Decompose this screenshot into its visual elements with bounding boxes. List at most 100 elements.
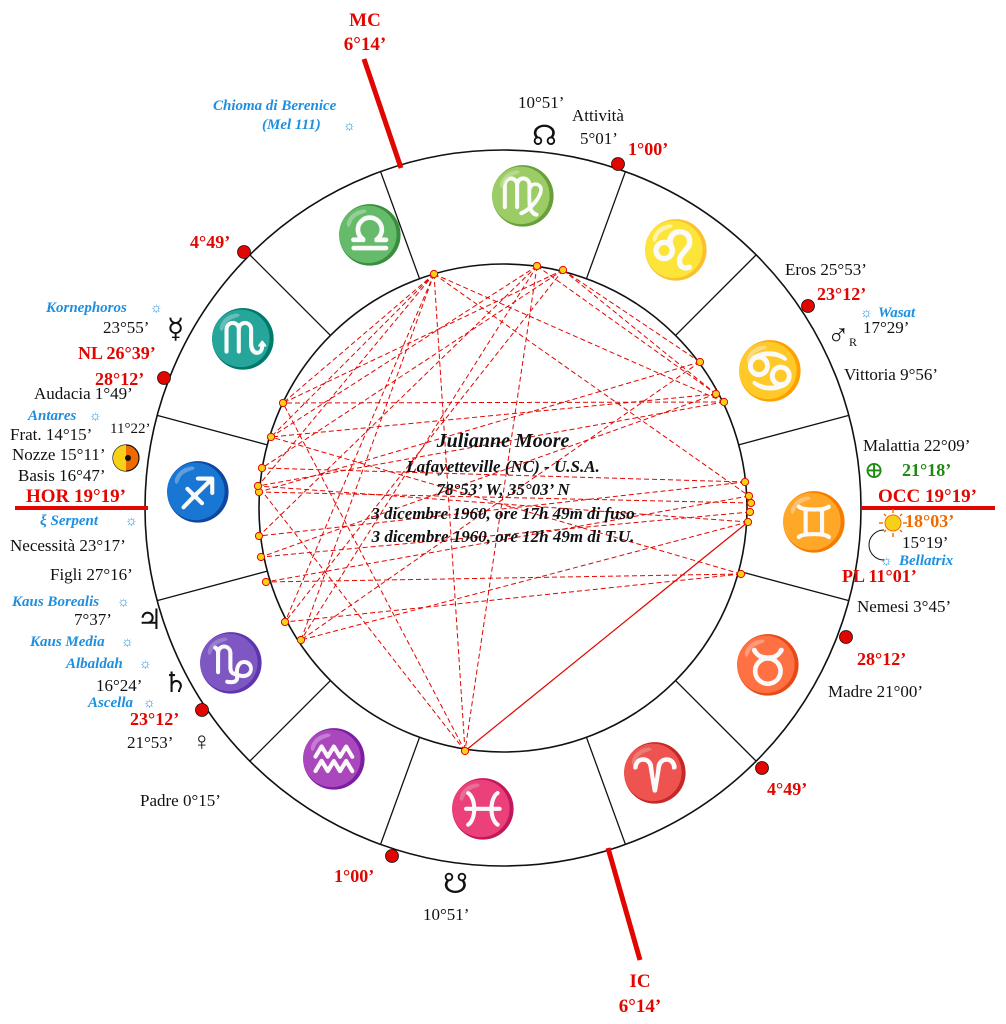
cusp-label: 28°12’	[857, 649, 906, 669]
star-icon: ☼	[150, 301, 163, 316]
cusp-label: 4°49’	[767, 779, 807, 799]
taurus-sign: ♉	[733, 633, 803, 697]
capricorn-sign: ♑	[196, 631, 266, 695]
jupiter-degree: 7°37’	[74, 610, 112, 629]
nemesi-label: Nemesi 3°45’	[857, 597, 951, 616]
venus-icon: ♀	[192, 727, 212, 756]
cusp-labels: 1°00’ 23°12’ 28°12’ 4°49’ 1°00’ 23°12’ 2…	[95, 139, 906, 886]
planet-point	[695, 357, 705, 367]
planet-point	[558, 265, 568, 275]
aspect-line	[464, 265, 538, 752]
nozze-label: Nozze 15°11’	[12, 445, 106, 464]
planet-point	[257, 463, 267, 473]
mc-axis	[361, 58, 404, 169]
sagittarius-sign: ♐	[163, 460, 233, 524]
mc-value: 6°14’	[344, 34, 386, 55]
aspect-line	[270, 393, 717, 438]
aspect-line	[284, 273, 435, 623]
aspect-line	[284, 269, 564, 623]
mars-icon: ♂	[827, 319, 850, 352]
star-icon: ☼	[121, 635, 134, 650]
birth-coords: 78°53’ W, 35°03’ N	[436, 480, 570, 499]
aspect-line	[258, 491, 752, 504]
south-node-icon: ☋	[443, 869, 468, 900]
star-icon: ☼	[125, 514, 138, 529]
berenice-label: Chioma di Berenice	[213, 98, 337, 114]
pisces-sign: ♓	[448, 777, 518, 841]
star-icon: ☼	[343, 119, 356, 134]
moon-icon	[868, 529, 885, 561]
aspect-line	[282, 269, 564, 404]
saturn-icon: ♄	[163, 668, 188, 699]
audacia-label: Audacia 1°49’	[34, 384, 133, 403]
star-icon: ☼	[143, 696, 156, 711]
aspect-line-solid	[464, 521, 749, 752]
kaus-media-label: Kaus Media	[29, 634, 105, 650]
aspect-line	[258, 481, 746, 537]
aspect-line	[260, 393, 717, 558]
cusp-label: 23°12’	[817, 284, 866, 304]
aspect-line	[257, 273, 435, 487]
inner-circle	[258, 263, 748, 753]
planet-point	[711, 389, 721, 399]
basis-label: Basis 16°47’	[18, 466, 106, 485]
aspect-line	[270, 273, 435, 438]
house-divider	[675, 254, 757, 336]
madre-label: Madre 21°00’	[828, 682, 923, 701]
mc-label: MC	[349, 10, 381, 31]
star-icon: ☼	[860, 306, 873, 321]
serpent-label: ξ Serpent	[40, 513, 99, 529]
aspect-line	[258, 265, 538, 537]
ic-axis	[605, 847, 643, 961]
aspect-line	[282, 273, 435, 404]
frat-label: Frat. 14°15’	[10, 425, 92, 444]
ic-value: 6°14’	[619, 996, 661, 1017]
house-divider	[585, 171, 627, 279]
planet-point	[278, 398, 288, 408]
jupiter-icon: ♃	[137, 605, 162, 636]
wasat-label: Wasat	[878, 305, 916, 321]
aspect-line	[562, 269, 701, 363]
aspect-line	[300, 521, 749, 641]
aspect-line	[562, 269, 717, 395]
planet-point	[744, 491, 754, 501]
house-divider	[585, 737, 627, 845]
earth-icon: ⊕	[864, 458, 884, 484]
venus-degree: 21°53’	[127, 733, 173, 752]
gemini-sign: ♊	[779, 490, 849, 554]
house-divider	[379, 737, 421, 845]
aspect-line	[433, 273, 725, 403]
zodiac-signs: ♍♌♋♊♉♈♓♒♑♐♏♎	[163, 164, 849, 841]
antares-label: Antares	[27, 408, 77, 424]
cusp-markers	[157, 157, 853, 863]
nl-label: NL 26°39’	[78, 343, 156, 363]
aspect-line	[260, 511, 751, 558]
retrograde-mark: R	[849, 335, 857, 349]
planet-point	[719, 397, 729, 407]
house-divider	[249, 680, 331, 762]
cusp-label: 23°12’	[130, 709, 179, 729]
occ-label: OCC 19°19’	[878, 486, 977, 507]
aspect-line	[282, 401, 725, 404]
house-divider	[157, 414, 268, 446]
planet-point	[253, 481, 263, 491]
kornephoros-label: Kornephoros	[45, 300, 127, 316]
aspect-line	[257, 401, 725, 487]
aspect-line	[282, 402, 466, 752]
bellatrix-label: Bellatrix	[898, 553, 954, 569]
planet-point	[280, 617, 290, 627]
cusp-label: 1°00’	[628, 139, 668, 159]
aspect-line	[257, 485, 749, 523]
axis-labels: MC 6°14’ IC 6°14’ HOR 19°19’ OCC 19°19’	[26, 10, 977, 1017]
house-lines	[157, 171, 849, 845]
cancer-sign: ♋	[735, 339, 805, 403]
aspect-line	[261, 269, 564, 469]
mercury-icon: ☿	[167, 314, 184, 345]
albaldah-label: Albaldah	[65, 656, 123, 672]
aspect-line	[433, 273, 750, 497]
aspect-line	[270, 436, 742, 575]
padre-label: Padre 0°15’	[140, 791, 221, 810]
cusp-dot	[195, 703, 209, 717]
kaus-borealis-label: Kaus Borealis	[11, 594, 99, 610]
planet-point	[266, 432, 276, 442]
